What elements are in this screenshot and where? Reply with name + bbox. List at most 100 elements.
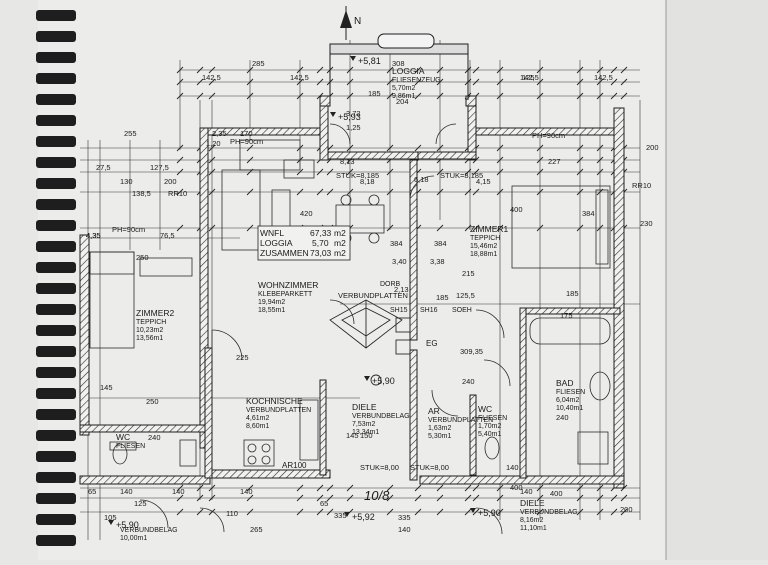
dimension-tick <box>246 144 254 152</box>
dimension-value: 400 <box>510 205 523 214</box>
dimension-value: 185 <box>566 289 579 298</box>
dimension-tick <box>464 168 472 176</box>
dimension-tick <box>576 508 584 516</box>
dimension-tick <box>436 494 444 502</box>
dimension-tick <box>464 508 472 516</box>
dimension-tick <box>196 508 204 516</box>
dimension-tick <box>208 224 216 232</box>
level-triangle-icon <box>344 512 350 517</box>
dimension-tick <box>208 188 216 196</box>
dimension-tick <box>596 224 604 232</box>
dimension-tick <box>496 66 504 74</box>
dimension-tick <box>346 188 354 196</box>
room-perimeter: 9,86m1 <box>392 93 415 100</box>
dimension-tick <box>436 78 444 86</box>
room-area: 1,63m2 <box>428 425 451 432</box>
spiral-ring <box>36 220 76 231</box>
dimension-tick <box>536 484 544 492</box>
dimension-tick <box>596 66 604 74</box>
dimension-tick <box>596 484 604 492</box>
dimension-tick <box>620 66 628 74</box>
dimension-tick <box>496 188 504 196</box>
dimension-value: 250 <box>136 253 149 262</box>
dimension-tick <box>576 494 584 502</box>
dimension-lines <box>80 40 641 540</box>
room-area: 1,70m2 <box>478 423 501 430</box>
note-ph-right: PH=90cm <box>532 131 565 140</box>
level-triangle-icon <box>470 508 476 513</box>
flat-summary-box: WNFL 67,33 m2 LOGGIA 5,70 m2 ZUSAMMEN 73… <box>257 225 351 261</box>
dimension-value: 2,13 <box>394 285 409 294</box>
spiral-ring <box>36 283 76 294</box>
spiral-ring <box>36 535 76 546</box>
handwritten-note: 10/8 <box>364 488 390 503</box>
dimension-tick <box>316 484 324 492</box>
spiral-ring <box>36 514 76 525</box>
dimension-value: 170 <box>240 129 253 138</box>
dimension-tick <box>386 144 394 152</box>
dimension-tick <box>496 224 504 232</box>
dimension-tick <box>536 188 544 196</box>
dimension-tick <box>596 508 604 516</box>
dimension-tick <box>610 78 618 86</box>
note-stuk-1: STUK=8,185 <box>336 171 379 180</box>
dimension-tick <box>472 224 480 232</box>
dimension-tick <box>316 494 324 502</box>
background-desk <box>666 0 768 560</box>
dimension-tick <box>386 66 394 74</box>
dimension-tick <box>196 78 204 86</box>
dimension-tick <box>536 156 544 164</box>
dimension-tick <box>246 224 254 232</box>
room-area: 19,94m2 <box>258 299 285 306</box>
misc-labels: VERBUNDPLATTEN EG AR100 10/8 PH=90cm PH=… <box>112 131 651 503</box>
dimension-value: 227 <box>548 157 561 166</box>
dimension-tick <box>176 188 184 196</box>
note-sh16: SH16 <box>420 307 438 314</box>
furniture <box>89 139 611 467</box>
spiral-ring <box>36 52 76 63</box>
dimension-tick <box>596 78 604 86</box>
dimension-tick <box>576 144 584 152</box>
dimension-tick <box>386 78 394 86</box>
dimension-value: 230 <box>640 219 653 228</box>
dimension-tick <box>536 78 544 86</box>
dimension-tick <box>620 78 628 86</box>
note-sh15: SH15 <box>390 307 408 314</box>
dimension-tick <box>196 484 204 492</box>
dimension-tick <box>596 92 604 100</box>
dimension-value: 240 <box>556 413 569 422</box>
dimension-value: 265 <box>250 525 263 534</box>
note-dorb-1: DORB <box>380 281 401 288</box>
dimension-value: 308 <box>392 59 405 68</box>
dimension-tick <box>246 508 254 516</box>
dimension-tick <box>472 168 480 176</box>
room-perimeter: 5,40m1 <box>478 431 501 438</box>
dimension-tick <box>436 66 444 74</box>
dimension-value: 255 <box>124 129 137 138</box>
dimension-tick <box>246 92 254 100</box>
note-rr-2: RR10 <box>632 181 651 190</box>
dimension-tick <box>346 92 354 100</box>
dimension-tick <box>496 508 504 516</box>
dimension-tick <box>386 224 394 232</box>
dimension-tick <box>316 168 324 176</box>
dimension-tick <box>346 484 354 492</box>
dimension-tick <box>464 484 472 492</box>
summary-total-value: 73,03 <box>310 248 332 258</box>
room-area: 7,53m2 <box>352 421 375 428</box>
dimension-tick <box>346 144 354 152</box>
room-name: DIELE <box>520 498 545 508</box>
dimension-value: 225 <box>236 353 249 362</box>
room-labels: LOGGIAFLIESENZEUG5,70m29,86m1ZIMMER1TEPP… <box>116 66 585 542</box>
dimension-tick <box>208 78 216 86</box>
dimension-value: 1,25 <box>346 123 361 132</box>
dimension-tick <box>208 494 216 502</box>
dimension-tick <box>246 78 254 86</box>
dimension-tick <box>464 188 472 196</box>
dimension-tick <box>436 168 444 176</box>
dimension-value: 142,5 <box>290 73 309 82</box>
label-verbundplatten: VERBUNDPLATTEN <box>338 291 408 300</box>
spiral-ring <box>36 241 76 252</box>
dimension-value: 65 <box>320 499 328 508</box>
